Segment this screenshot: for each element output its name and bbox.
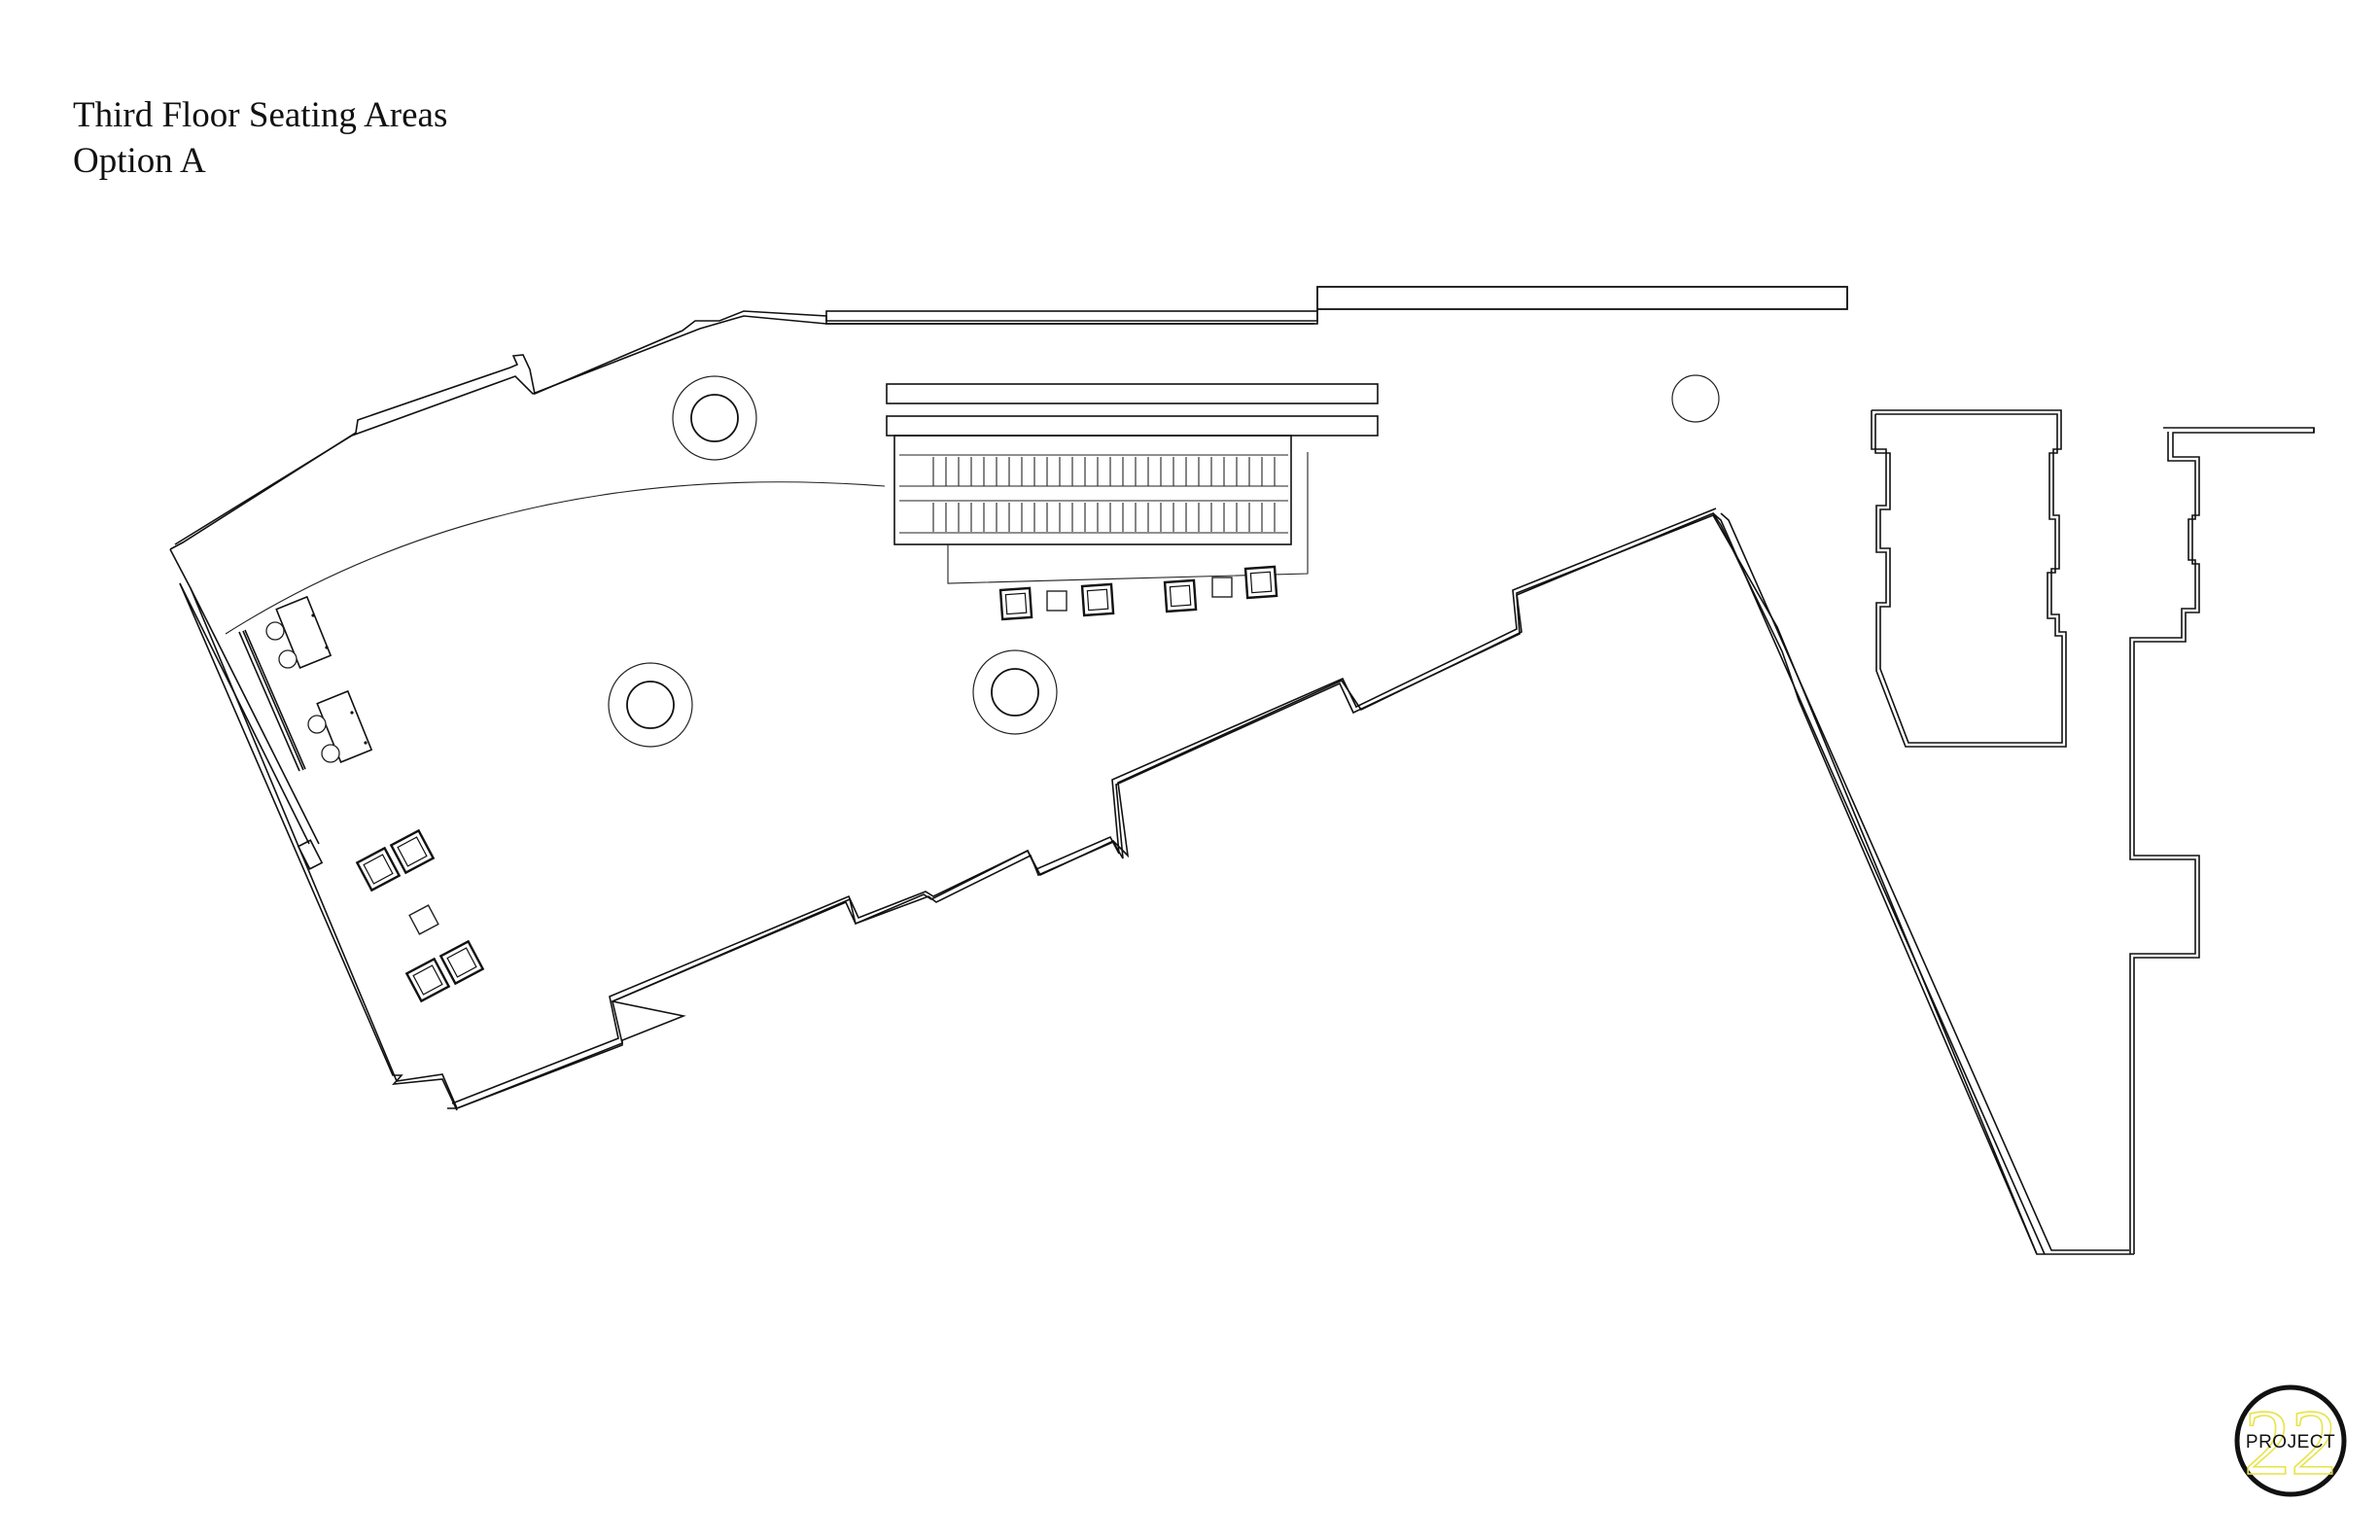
lounge-chair bbox=[1080, 582, 1115, 617]
escalator-landing bbox=[947, 452, 1309, 584]
escalator-body bbox=[893, 435, 1292, 545]
lounge-chair bbox=[404, 957, 451, 1003]
lounge-chair bbox=[998, 586, 1033, 621]
stool bbox=[265, 621, 285, 641]
west-wall-inner bbox=[179, 582, 458, 1111]
drawing-title: Third Floor Seating Areas Option A bbox=[73, 92, 447, 184]
column-top-left bbox=[672, 375, 757, 461]
curved-corridor-edge bbox=[225, 481, 886, 635]
column-top-right bbox=[1671, 374, 1720, 423]
side-table bbox=[1211, 577, 1233, 598]
desk bbox=[275, 595, 332, 670]
logo-ring bbox=[2234, 1384, 2347, 1497]
lounge-group-escalator bbox=[998, 565, 1278, 621]
lounge-chair bbox=[389, 828, 436, 875]
escalator bbox=[886, 383, 1379, 584]
lounge-group-west bbox=[355, 828, 485, 1003]
side-table bbox=[408, 904, 439, 935]
stool bbox=[321, 744, 340, 763]
north-west-wall-inner bbox=[174, 315, 1314, 545]
desk-station-1 bbox=[265, 595, 332, 670]
lounge-chair bbox=[355, 846, 402, 892]
lounge-chair bbox=[438, 939, 485, 986]
stool bbox=[307, 715, 327, 734]
drawing-title-line-1: Third Floor Seating Areas bbox=[73, 95, 448, 135]
logo-number: 22 bbox=[2244, 1390, 2337, 1494]
south-stepped-wall bbox=[447, 512, 2038, 1255]
east-diagonal-wall bbox=[1712, 512, 2046, 1255]
desk-station-2 bbox=[307, 689, 373, 764]
work-counter-strip bbox=[238, 629, 306, 772]
west-door-jamb bbox=[297, 839, 324, 870]
column-center-left bbox=[608, 662, 693, 748]
lounge-chair bbox=[1163, 578, 1198, 613]
escalator-mid-rail bbox=[886, 415, 1379, 437]
north-ledge bbox=[1316, 286, 1848, 310]
side-table bbox=[1046, 590, 1068, 612]
east-wing-inner bbox=[2129, 432, 2196, 1254]
escalator-steps-lower bbox=[932, 503, 1276, 532]
desk bbox=[316, 689, 373, 764]
core-building bbox=[1871, 409, 2067, 748]
logo-word: PROJECT bbox=[2246, 1432, 2335, 1452]
project22-logo: 22 PROJECT bbox=[2234, 1384, 2347, 1497]
drawing-title-line-2: Option A bbox=[73, 141, 206, 181]
stool bbox=[278, 649, 298, 669]
north-ledge-2 bbox=[825, 310, 1318, 325]
west-panel-edge-2 bbox=[190, 587, 320, 845]
east-wing bbox=[2133, 427, 2315, 1254]
west-wall bbox=[169, 514, 2134, 1255]
lounge-chair bbox=[1243, 565, 1278, 600]
west-panel-edge bbox=[179, 582, 310, 845]
escalator-top-rail bbox=[886, 383, 1379, 404]
column-center bbox=[972, 649, 1058, 735]
escalator-steps-upper bbox=[932, 457, 1276, 486]
core-building-inner bbox=[1874, 413, 2063, 744]
east-diagonal-wall-inner bbox=[1720, 512, 2129, 1251]
south-stepped-wall-inner bbox=[451, 508, 1717, 1104]
